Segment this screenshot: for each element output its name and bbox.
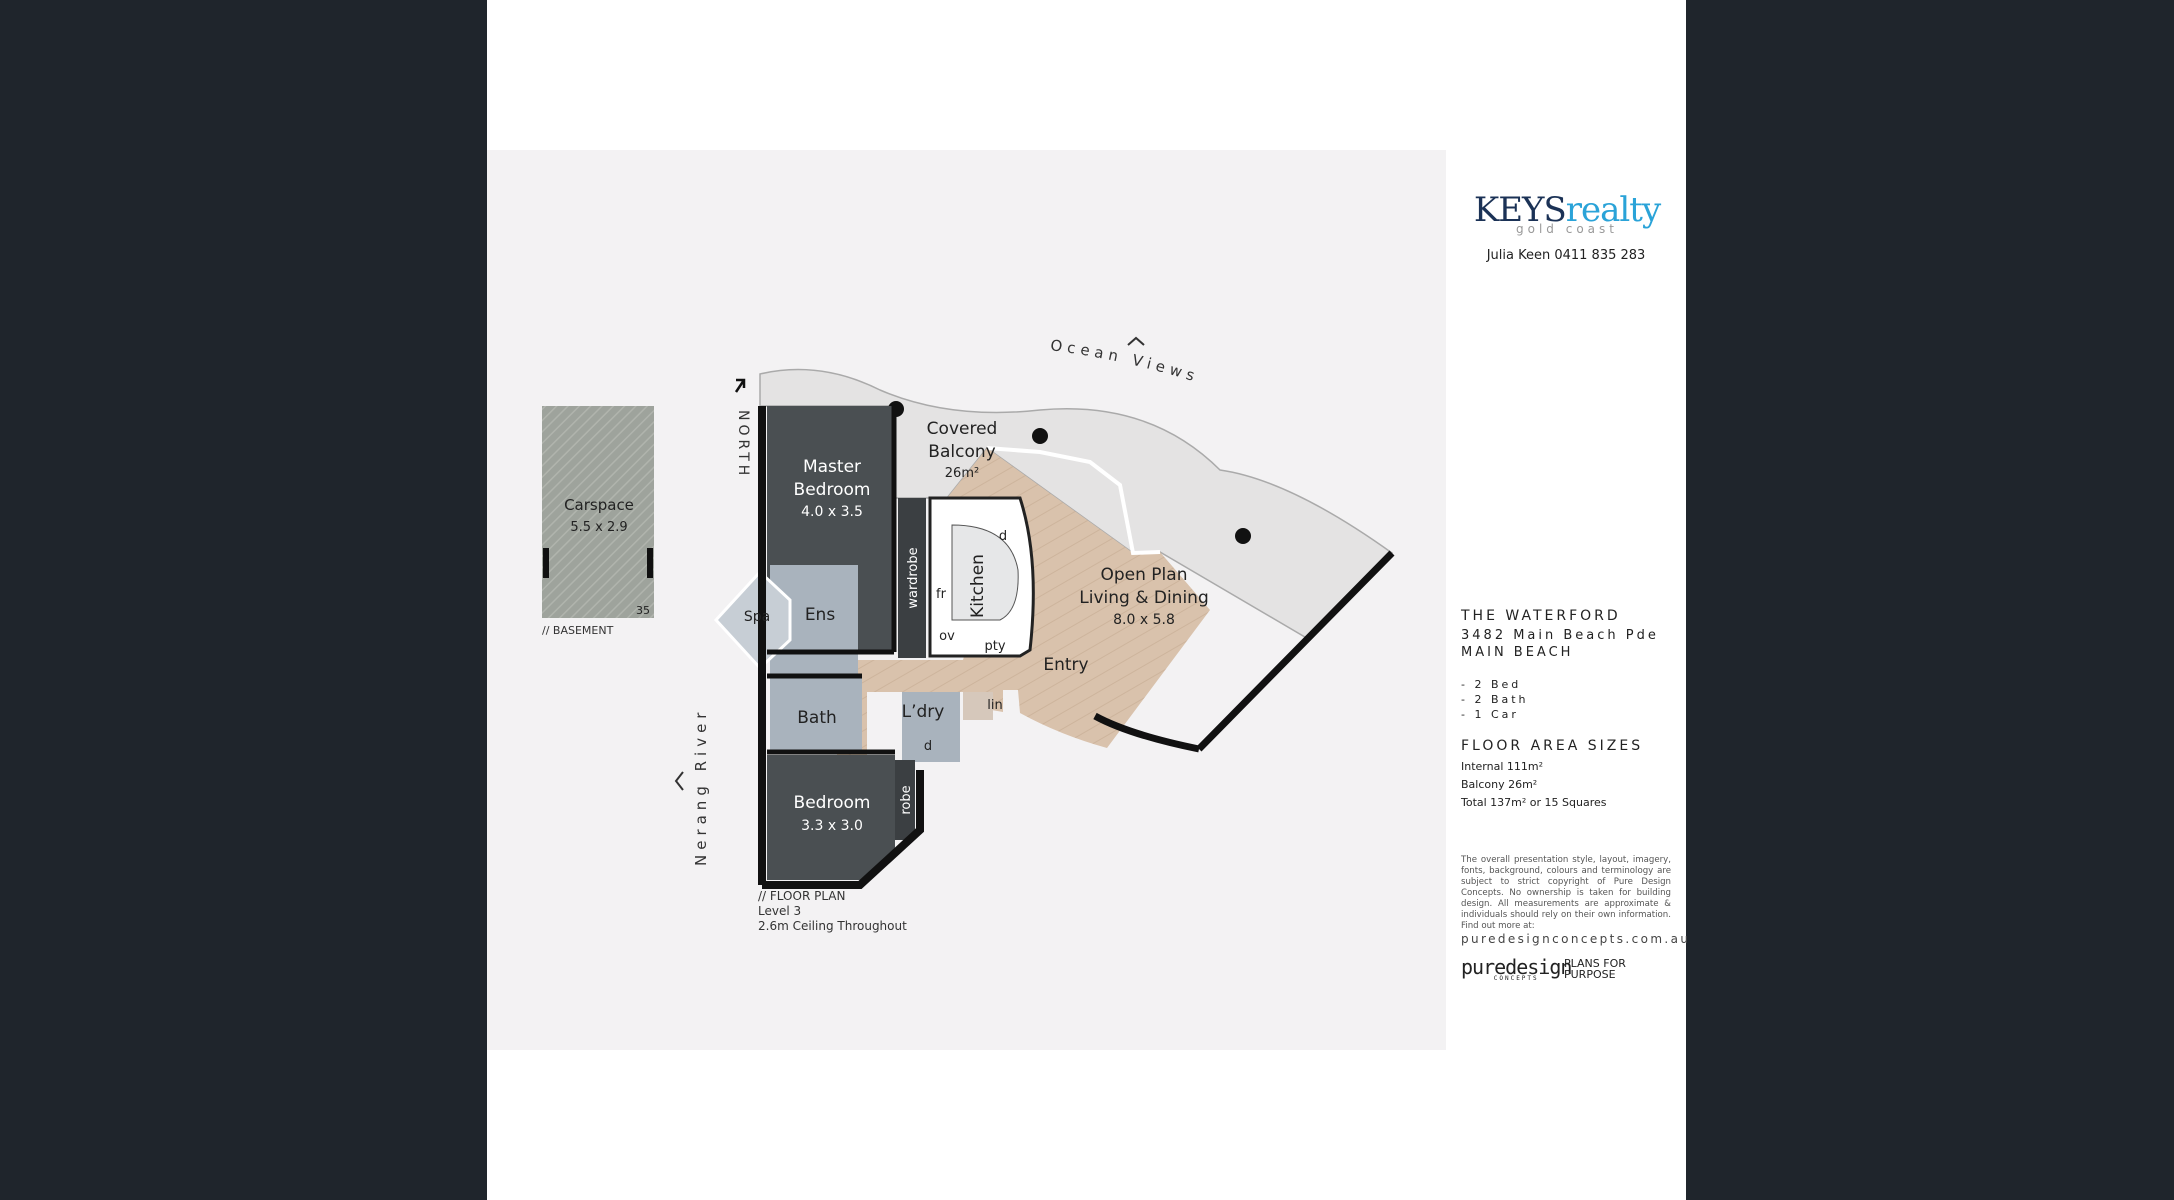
room-labels: Master Bedroom 4.0 x 3.5 Covered Balcony…: [744, 419, 1209, 834]
disclaimer-text: The overall presentation style, layout, …: [1461, 855, 1671, 931]
balcony-floor: [759, 368, 1394, 641]
column: [1235, 528, 1251, 544]
column: [1032, 428, 1048, 444]
nerang-river-label: Nerang River: [692, 708, 710, 866]
kitchen-bench: [951, 524, 1019, 621]
kitchen-label: Kitchen: [968, 554, 988, 618]
bedroom-2: [767, 755, 895, 880]
bath-label: Bath: [797, 708, 837, 728]
info-panel: KEYSrealty gold coast Julia Keen 0411 83…: [1446, 150, 1691, 1050]
living-label: Living & Dining: [1079, 588, 1208, 608]
oven-label: ov: [939, 629, 955, 644]
master-bedroom-label: Master: [803, 457, 861, 477]
exterior-wall: [1093, 550, 1395, 753]
caption-line: // FLOOR PLAN: [758, 889, 846, 903]
master-bedroom-size: 4.0 x 3.5: [801, 504, 863, 520]
bedroom-size: 3.3 x 3.0: [801, 818, 863, 834]
wardrobe: [898, 498, 926, 658]
spa-label: Spa: [744, 609, 770, 625]
balcony-label: Balcony: [928, 442, 995, 462]
ensuite-label: Ens: [805, 605, 836, 625]
feature-bath: - 2 Bath: [1461, 693, 1529, 706]
property-name: THE WATERFORD: [1461, 608, 1621, 624]
internal-area: Internal 111m²: [1461, 760, 1544, 773]
entry-label: Entry: [1043, 655, 1088, 675]
carspace: Carspace 5.5 x 2.9 35 // BASEMENT: [542, 406, 654, 637]
living-size: 8.0 x 5.8: [1113, 612, 1175, 628]
floor-area-title: FLOOR AREA SIZES: [1461, 738, 1644, 754]
basement-caption: // BASEMENT: [542, 624, 614, 637]
master-bedroom-label: Bedroom: [794, 480, 871, 500]
linen-label: lin: [987, 698, 1002, 713]
caption-line: Level 3: [758, 904, 801, 918]
carspace-label: Carspace: [564, 496, 634, 514]
carspace-size: 5.5 x 2.9: [570, 520, 627, 535]
north-label: NORTH: [735, 410, 751, 479]
feature-bed: - 2 Bed: [1461, 678, 1522, 691]
address-line-2: MAIN BEACH: [1461, 645, 1574, 660]
caption-line: 2.6m Ceiling Throughout: [758, 919, 907, 933]
bathroom: [770, 678, 862, 750]
floor-area-sizes: FLOOR AREA SIZES Internal 111m² Balcony …: [1461, 738, 1643, 812]
property-details: THE WATERFORD 3482 Main Beach Pde MAIN B…: [1461, 608, 1659, 722]
pantry-label: pty: [984, 639, 1005, 654]
robe: [895, 760, 915, 840]
dishwasher-label: d: [999, 529, 1007, 544]
living-label: Open Plan: [1101, 565, 1188, 585]
dryer-label: d: [924, 739, 932, 754]
windows: [986, 446, 1161, 556]
agent-contact: Julia Keen 0411 835 283: [1486, 248, 1646, 263]
balcony-size: 26m²: [945, 466, 979, 481]
bedroom-label: Bedroom: [794, 793, 871, 813]
designer-url[interactable]: puredesignconcepts.com.au: [1461, 932, 1691, 946]
total-area: Total 137m² or 15 Squares: [1461, 796, 1607, 809]
address-line-1: 3482 Main Beach Pde: [1461, 628, 1659, 643]
floor-plan-caption: // FLOOR PLAN Level 3 2.6m Ceiling Throu…: [758, 889, 907, 933]
laundry: [902, 692, 960, 762]
linen: [963, 692, 993, 720]
chevron-left-icon: [674, 771, 684, 791]
wardrobe-label: wardrobe: [906, 547, 921, 608]
carspace-number: 35: [636, 604, 650, 617]
keys-realty-logo: KEYSrealty gold coast: [1473, 190, 1661, 236]
feature-car: - 1 Car: [1461, 708, 1519, 721]
balcony-label: Covered: [927, 419, 998, 439]
fridge-label: fr: [936, 587, 947, 602]
interior-walls: [758, 406, 924, 889]
robe-label: robe: [899, 785, 914, 814]
interior-walls: [767, 406, 897, 755]
north-arrow-icon: [734, 378, 746, 393]
ocean-views-label: Ocean Views: [1049, 336, 1201, 386]
balcony-area: Balcony 26m²: [1461, 778, 1538, 791]
chevron-up-icon: [1127, 336, 1145, 346]
laundry-label: L’dry: [902, 702, 945, 722]
disclaimer: The overall presentation style, layout, …: [1461, 855, 1691, 946]
